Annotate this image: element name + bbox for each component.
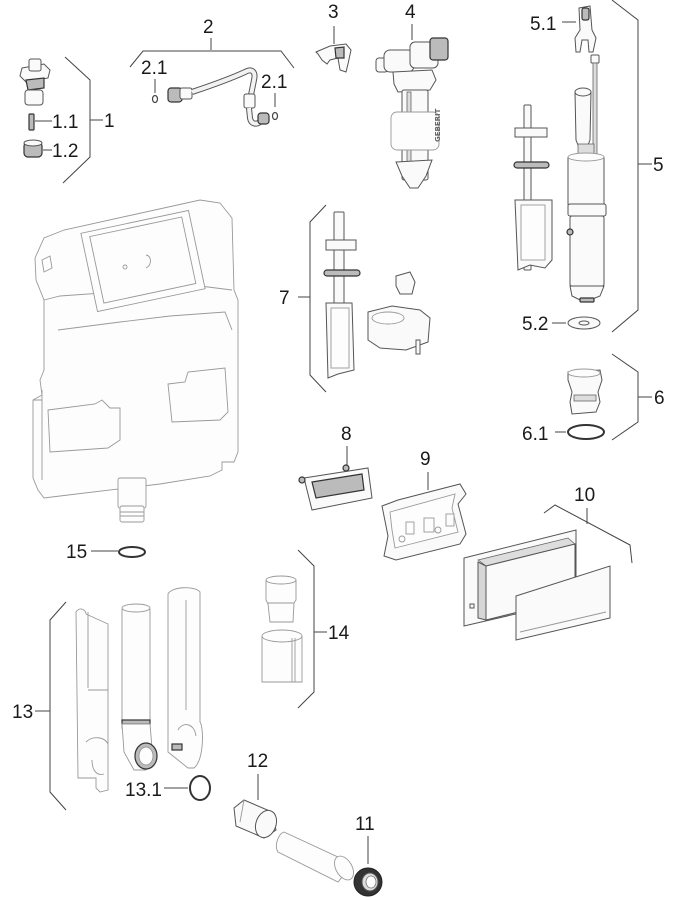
label-1: 1 xyxy=(104,111,115,132)
label-13-1: 13.1 xyxy=(125,780,162,801)
label-2-1-right: 2.1 xyxy=(261,72,287,93)
bracket-13 xyxy=(49,601,67,811)
part-10-group: 10 xyxy=(463,485,633,641)
label-6: 6 xyxy=(654,388,665,409)
flush-valve-drawing xyxy=(566,54,607,303)
part-5-1-clip xyxy=(574,5,597,53)
part-13-group: 13 13.1 xyxy=(12,587,211,811)
protective-cover-drawing xyxy=(463,529,611,641)
clip-drawing xyxy=(315,43,352,73)
label-13: 13 xyxy=(12,702,33,723)
label-15: 15 xyxy=(66,542,87,563)
part-8-group: 8 xyxy=(298,424,373,511)
label-6-1: 6.1 xyxy=(522,424,548,445)
mounting-frame-drawing xyxy=(381,483,467,561)
bracket-2 xyxy=(129,50,295,69)
bracket-7 xyxy=(309,204,327,393)
part-6-group: 6 6.1 xyxy=(522,353,665,445)
lifting-device-drawing xyxy=(323,211,361,379)
connector-sleeve-large xyxy=(261,629,303,683)
bracket-6 xyxy=(611,353,639,441)
label-8: 8 xyxy=(341,424,352,445)
part-2-1-washer-left xyxy=(151,94,159,104)
part-4-group: 4 GEBERIT xyxy=(375,2,449,189)
actuator-mechanism-drawing xyxy=(298,464,373,511)
part-13-1-seal xyxy=(189,775,211,801)
label-1-2: 1.2 xyxy=(52,141,78,162)
connecting-pipe-drawing xyxy=(275,831,354,883)
part-5-group: 5 5.1 5.2 xyxy=(513,0,664,335)
label-1-1: 1.1 xyxy=(52,112,78,133)
part-1-1-pin xyxy=(28,113,35,131)
part-15-o-ring xyxy=(118,546,146,558)
lifting-rod-drawing xyxy=(513,104,553,271)
brand-mark-text: GEBERIT xyxy=(434,108,442,142)
label-7: 7 xyxy=(279,288,290,309)
bracket-14 xyxy=(297,549,315,709)
label-4: 4 xyxy=(405,2,416,23)
label-11: 11 xyxy=(355,814,375,835)
part-15-group: 15 xyxy=(66,542,146,563)
part-9-group: 9 xyxy=(381,449,467,561)
part-11-seal xyxy=(353,867,383,897)
flush-bend-pipe xyxy=(121,603,158,771)
flush-valve-housing-drawing xyxy=(567,368,603,415)
flush-bend-shell-left xyxy=(75,608,109,793)
part-12-group: 12 xyxy=(233,751,278,839)
fill-valve-drawing: GEBERIT xyxy=(375,37,449,189)
connector-drawing xyxy=(233,799,278,839)
part-7-group: 7 xyxy=(279,204,431,393)
inlet-connector-drawing xyxy=(19,58,51,106)
label-5: 5 xyxy=(653,155,664,176)
flexible-hose-drawing xyxy=(167,67,270,127)
cistern-body-drawing xyxy=(32,199,239,523)
float-cup-drawing xyxy=(367,271,431,355)
part-11-group: 11 xyxy=(353,814,383,897)
part-2-1-washer-right xyxy=(271,111,279,121)
label-3: 3 xyxy=(328,2,339,23)
part-6-1-seal xyxy=(567,424,605,440)
label-9: 9 xyxy=(420,449,431,470)
label-10: 10 xyxy=(574,485,595,506)
part-3-group: 3 xyxy=(315,2,352,73)
part-1-group: 1.1 1.2 1 xyxy=(19,56,115,184)
label-5-1: 5.1 xyxy=(530,14,556,35)
bracket-10 xyxy=(543,504,633,564)
flush-bend-shell-right xyxy=(167,587,203,769)
label-5-2: 5.2 xyxy=(522,314,548,335)
part-5-2-gasket xyxy=(567,316,601,330)
label-14: 14 xyxy=(328,623,350,644)
bracket-1 xyxy=(62,56,91,184)
connector-sleeve-small xyxy=(265,575,297,623)
part-1-2-cap xyxy=(23,139,43,158)
label-2-1-left: 2.1 xyxy=(141,58,167,79)
label-12: 12 xyxy=(247,751,268,772)
part-14-group: 14 xyxy=(261,549,350,709)
part-2-group: 2 2.1 2.1 xyxy=(129,17,295,127)
bracket-5 xyxy=(611,0,639,333)
label-2: 2 xyxy=(203,17,214,38)
